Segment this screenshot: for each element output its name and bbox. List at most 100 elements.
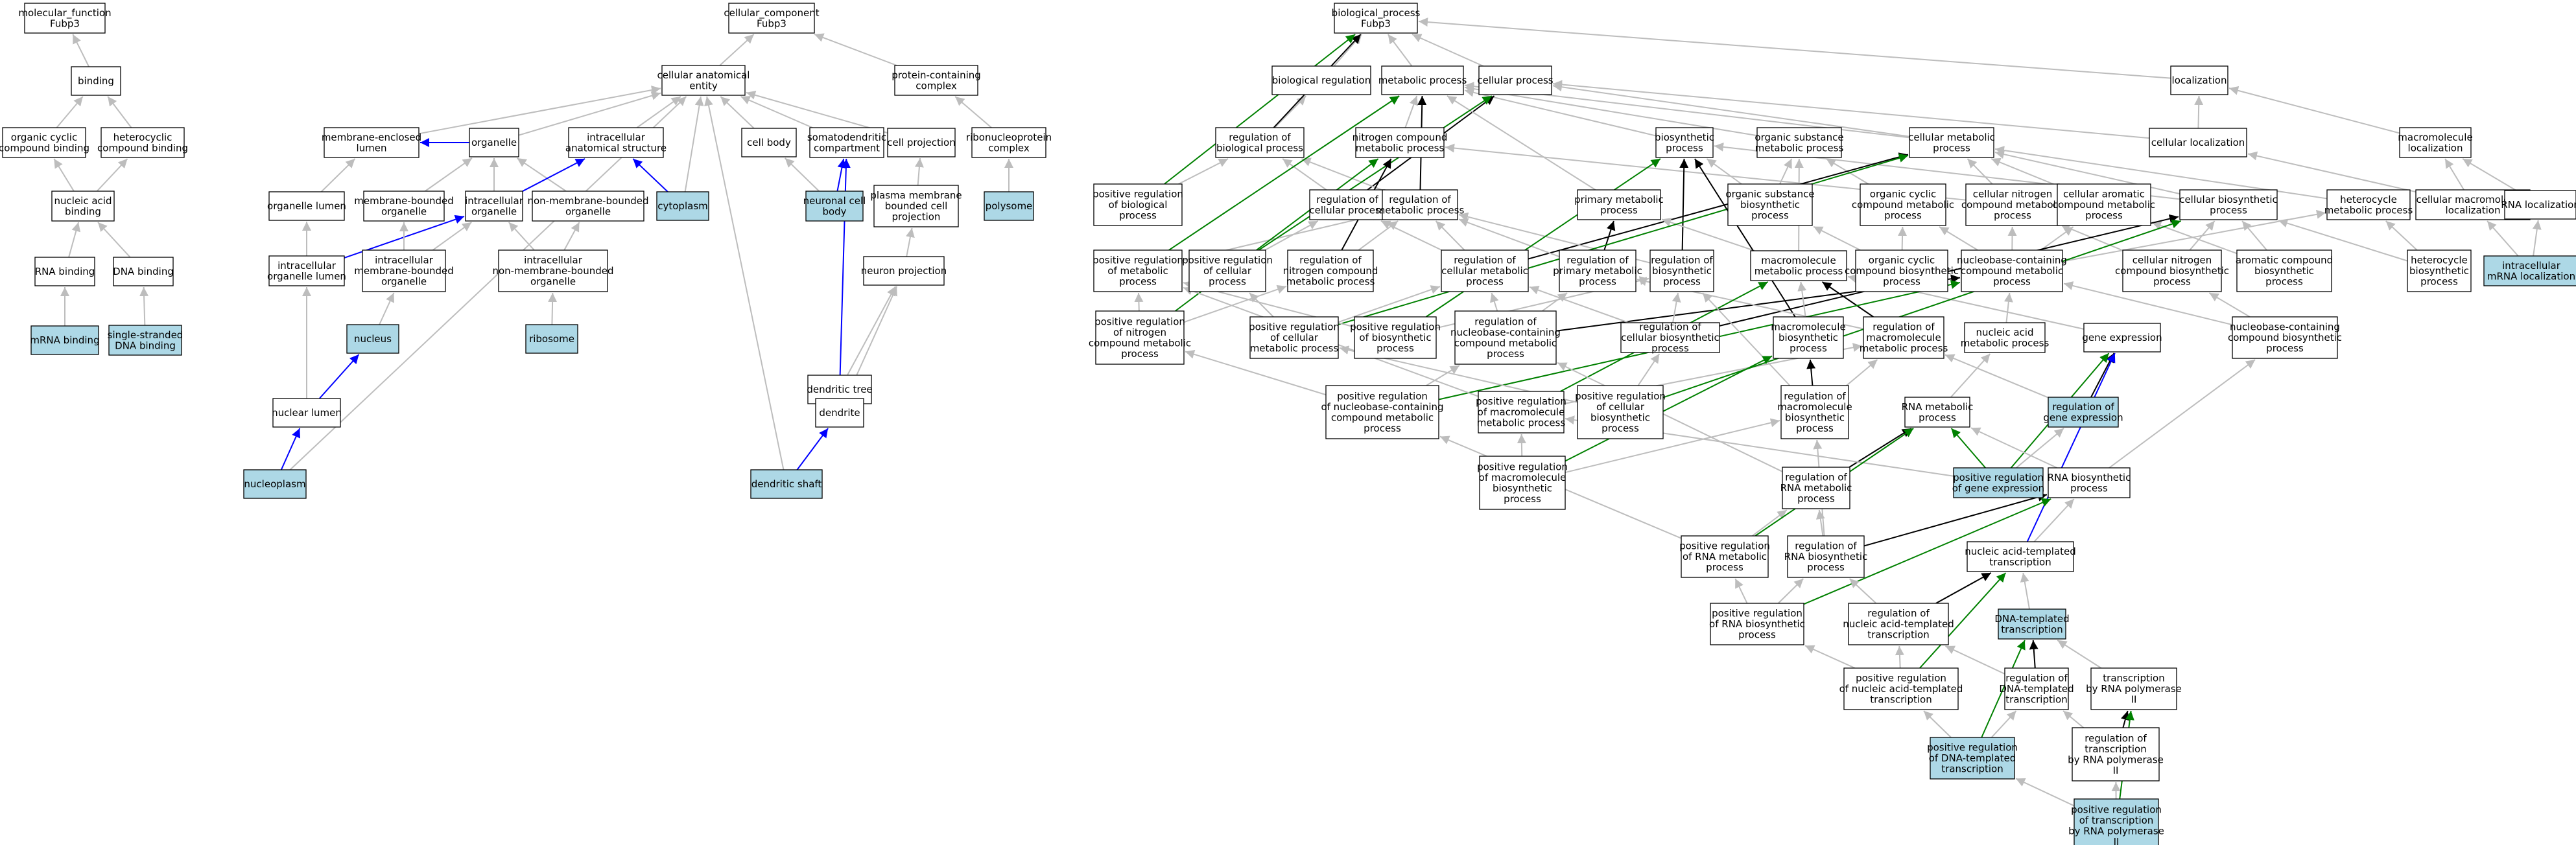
go-term-node-organelle[interactable]: organelle <box>469 128 519 157</box>
go-term-node-metproc[interactable]: metabolic process <box>1378 65 1467 95</box>
go-term-node-rnbcmp[interactable]: regulation ofnucleobase-containingcompou… <box>1450 310 1561 365</box>
go-term-node-cytoplasm[interactable]: cytoplasm <box>656 191 709 221</box>
go-term-node-binding[interactable]: binding <box>71 66 121 96</box>
go-term-node-bioreg[interactable]: biological regulation <box>1271 65 1371 95</box>
go-term-node-dendrite[interactable]: dendrite <box>815 398 864 428</box>
go-term-node-nucleus[interactable]: nucleus <box>346 324 399 354</box>
go-term-node-rmmbp[interactable]: regulation ofmacromoleculebiosyntheticpr… <box>1777 385 1852 439</box>
go-term-node-nucleoplasm[interactable]: nucleoplasm <box>243 469 307 499</box>
go-term-node-cellloc[interactable]: cellular localization <box>2149 128 2247 157</box>
go-term-node-rnab[interactable]: RNA binding <box>34 257 95 286</box>
go-term-node-olumen[interactable]: organelle lumen <box>267 191 346 221</box>
go-term-node-ribosome[interactable]: ribosome <box>525 324 578 354</box>
go-term-node-rnaloc[interactable]: RNA localization <box>2501 190 2576 220</box>
go-term-node-geneexpr[interactable]: gene expression <box>2082 323 2162 353</box>
go-term-node-nlumen[interactable]: nuclear lumen <box>272 398 342 428</box>
go-term-node-cellbody[interactable]: cell body <box>741 128 797 157</box>
go-term-node-mrnab[interactable]: mRNA binding <box>30 325 100 355</box>
go-term-node-cellproc[interactable]: cellular process <box>1477 65 1554 95</box>
go-term-node-dshaft[interactable]: dendritic shaft <box>750 469 823 499</box>
go-term-node-localization[interactable]: localization <box>2170 65 2228 95</box>
go-term-node-polysome[interactable]: polysome <box>984 191 1034 221</box>
go-term-node-cellproj[interactable]: cell projection <box>887 128 956 157</box>
go-term-node-inmbo[interactable]: intracellularnon-membrane-boundedorganel… <box>492 249 614 292</box>
